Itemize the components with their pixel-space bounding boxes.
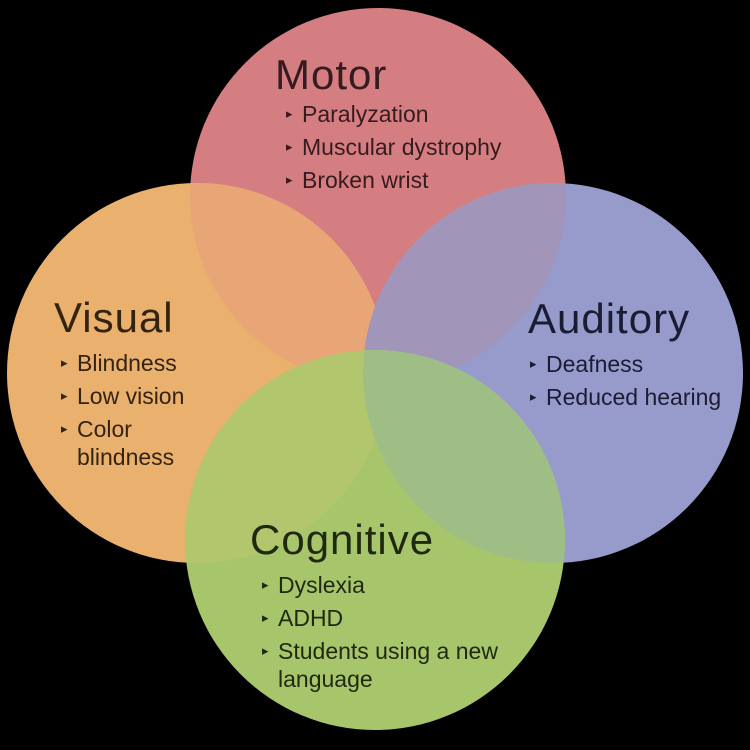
auditory-items: ▸ Deafness ▸ Reduced hearing (530, 350, 750, 416)
cognitive-title: Cognitive (250, 516, 435, 563)
item-label: Deafness (546, 351, 644, 377)
list-item: ▸ Reduced hearing (530, 383, 750, 411)
bullet-icon: ▸ (262, 577, 269, 592)
bullet-icon: ▸ (286, 139, 293, 154)
list-item: ▸ ADHD (262, 604, 547, 632)
item-label: Blindness (77, 350, 177, 376)
list-item: ▸ Paralyzation (286, 100, 556, 128)
auditory-title: Auditory (528, 295, 691, 342)
bullet-icon: ▸ (61, 388, 68, 403)
visual-items: ▸ Blindness ▸ Low vision ▸ Color blindne… (61, 349, 226, 476)
item-label: Broken wrist (302, 167, 429, 193)
bullet-icon: ▸ (286, 106, 293, 121)
bullet-icon: ▸ (286, 172, 293, 187)
list-item: ▸ Broken wrist (286, 166, 556, 194)
item-label: Students using a new language (278, 638, 498, 692)
item-label: Color blindness (77, 416, 175, 470)
motor-title: Motor (275, 51, 388, 98)
bullet-icon: ▸ (262, 643, 269, 658)
item-label: Low vision (77, 383, 185, 409)
visual-title: Visual (54, 294, 174, 341)
bullet-icon: ▸ (61, 355, 68, 370)
motor-items: ▸ Paralyzation ▸ Muscular dystrophy ▸ Br… (286, 100, 556, 199)
list-item: ▸ Low vision (61, 382, 226, 410)
list-item: ▸ Blindness (61, 349, 226, 377)
bullet-icon: ▸ (61, 421, 68, 436)
item-label: Reduced hearing (546, 384, 722, 410)
item-label: Muscular dystrophy (302, 134, 502, 160)
bullet-icon: ▸ (262, 610, 269, 625)
bullet-icon: ▸ (530, 389, 537, 404)
list-item: ▸ Color blindness (61, 415, 226, 471)
list-item: ▸ Dyslexia (262, 571, 547, 599)
item-label: ADHD (278, 605, 344, 631)
cognitive-items: ▸ Dyslexia ▸ ADHD ▸ Students using a new… (262, 571, 547, 698)
item-label: Dyslexia (278, 572, 365, 598)
list-item: ▸ Deafness (530, 350, 750, 378)
bullet-icon: ▸ (530, 356, 537, 371)
list-item: ▸ Students using a new language (262, 637, 547, 693)
list-item: ▸ Muscular dystrophy (286, 133, 556, 161)
item-label: Paralyzation (302, 101, 429, 127)
